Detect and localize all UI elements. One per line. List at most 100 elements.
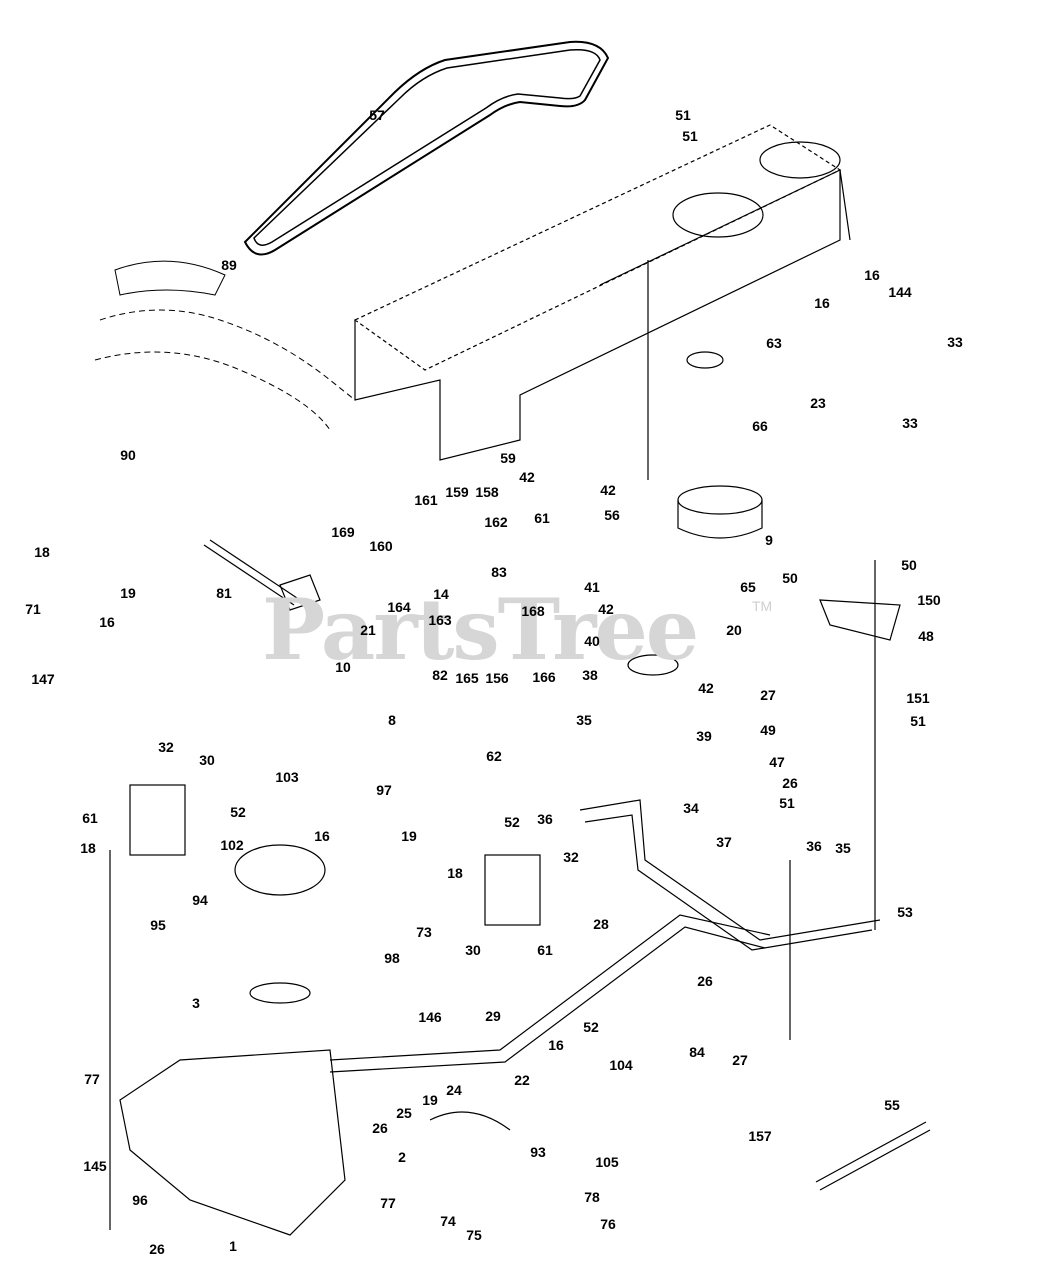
callout-102: 102 <box>220 837 244 853</box>
callout-35: 35 <box>576 712 592 728</box>
callout-34: 34 <box>683 800 699 816</box>
callout-83: 83 <box>491 564 507 580</box>
frame-outline <box>353 124 851 461</box>
callout-39: 39 <box>696 728 712 744</box>
fender <box>94 260 356 431</box>
callout-61: 61 <box>534 510 550 526</box>
callout-10: 10 <box>335 659 351 675</box>
callout-96: 96 <box>132 1192 148 1208</box>
callout-19: 19 <box>401 828 417 844</box>
callout-33: 33 <box>947 334 963 350</box>
callout-9: 9 <box>765 532 773 548</box>
callout-24: 24 <box>446 1082 462 1098</box>
callout-166: 166 <box>532 669 556 685</box>
callout-20: 20 <box>726 622 742 638</box>
callout-32: 32 <box>158 739 174 755</box>
callout-16: 16 <box>548 1037 564 1053</box>
callout-35: 35 <box>835 840 851 856</box>
callout-78: 78 <box>584 1189 600 1205</box>
callout-18: 18 <box>447 865 463 881</box>
callout-71: 71 <box>25 601 41 617</box>
callout-29: 29 <box>485 1008 501 1024</box>
callout-52: 52 <box>504 814 520 830</box>
callout-150: 150 <box>917 592 941 608</box>
callout-145: 145 <box>83 1158 107 1174</box>
callout-168: 168 <box>521 603 545 619</box>
callout-164: 164 <box>387 599 411 615</box>
callout-1: 1 <box>229 1238 237 1254</box>
callout-16: 16 <box>864 267 880 283</box>
callout-163: 163 <box>428 612 452 628</box>
callout-36: 36 <box>806 838 822 854</box>
callout-51: 51 <box>675 107 691 123</box>
callout-105: 105 <box>595 1154 619 1170</box>
callout-95: 95 <box>150 917 166 933</box>
callout-37: 37 <box>716 834 732 850</box>
callout-93: 93 <box>530 1144 546 1160</box>
callout-47: 47 <box>769 754 785 770</box>
callout-26: 26 <box>149 1241 165 1257</box>
callout-74: 74 <box>440 1213 456 1229</box>
callout-22: 22 <box>514 1072 530 1088</box>
callout-42: 42 <box>600 482 616 498</box>
callout-104: 104 <box>609 1057 633 1073</box>
callout-42: 42 <box>698 680 714 696</box>
callout-57: 57 <box>369 107 385 123</box>
callout-26: 26 <box>697 973 713 989</box>
callout-50: 50 <box>901 557 917 573</box>
callout-16: 16 <box>314 828 330 844</box>
callout-165: 165 <box>455 670 479 686</box>
callout-36: 36 <box>537 811 553 827</box>
callout-16: 16 <box>814 295 830 311</box>
callout-147: 147 <box>31 671 55 687</box>
drive-components <box>109 260 931 1236</box>
callout-52: 52 <box>230 804 246 820</box>
callout-40: 40 <box>584 633 600 649</box>
callout-51: 51 <box>779 795 795 811</box>
callout-160: 160 <box>369 538 393 554</box>
callout-33: 33 <box>902 415 918 431</box>
callout-159: 159 <box>445 484 469 500</box>
callout-90: 90 <box>120 447 136 463</box>
callout-23: 23 <box>810 395 826 411</box>
callout-76: 76 <box>600 1216 616 1232</box>
callout-30: 30 <box>465 942 481 958</box>
callout-84: 84 <box>689 1044 705 1060</box>
callout-38: 38 <box>582 667 598 683</box>
callout-19: 19 <box>120 585 136 601</box>
trademark-mark: TM <box>752 598 773 614</box>
callout-51: 51 <box>910 713 926 729</box>
callout-63: 63 <box>766 335 782 351</box>
callout-18: 18 <box>34 544 50 560</box>
callout-27: 27 <box>760 687 776 703</box>
callout-26: 26 <box>372 1120 388 1136</box>
callout-156: 156 <box>485 670 509 686</box>
callout-18: 18 <box>80 840 96 856</box>
callout-98: 98 <box>384 950 400 966</box>
callout-61: 61 <box>537 942 553 958</box>
callout-81: 81 <box>216 585 232 601</box>
callout-157: 157 <box>748 1128 772 1144</box>
callout-30: 30 <box>199 752 215 768</box>
callout-103: 103 <box>275 769 299 785</box>
callout-28: 28 <box>593 916 609 932</box>
callout-42: 42 <box>519 469 535 485</box>
callout-32: 32 <box>563 849 579 865</box>
callout-16: 16 <box>99 614 115 630</box>
callout-97: 97 <box>376 782 392 798</box>
callout-42: 42 <box>598 601 614 617</box>
callout-48: 48 <box>918 628 934 644</box>
callout-65: 65 <box>740 579 756 595</box>
callout-66: 66 <box>752 418 768 434</box>
callout-41: 41 <box>584 579 600 595</box>
callout-3: 3 <box>192 995 200 1011</box>
callout-55: 55 <box>884 1097 900 1113</box>
callout-52: 52 <box>583 1019 599 1035</box>
callout-56: 56 <box>604 507 620 523</box>
callout-73: 73 <box>416 924 432 940</box>
callout-77: 77 <box>84 1071 100 1087</box>
callout-53: 53 <box>897 904 913 920</box>
callout-21: 21 <box>360 622 376 638</box>
